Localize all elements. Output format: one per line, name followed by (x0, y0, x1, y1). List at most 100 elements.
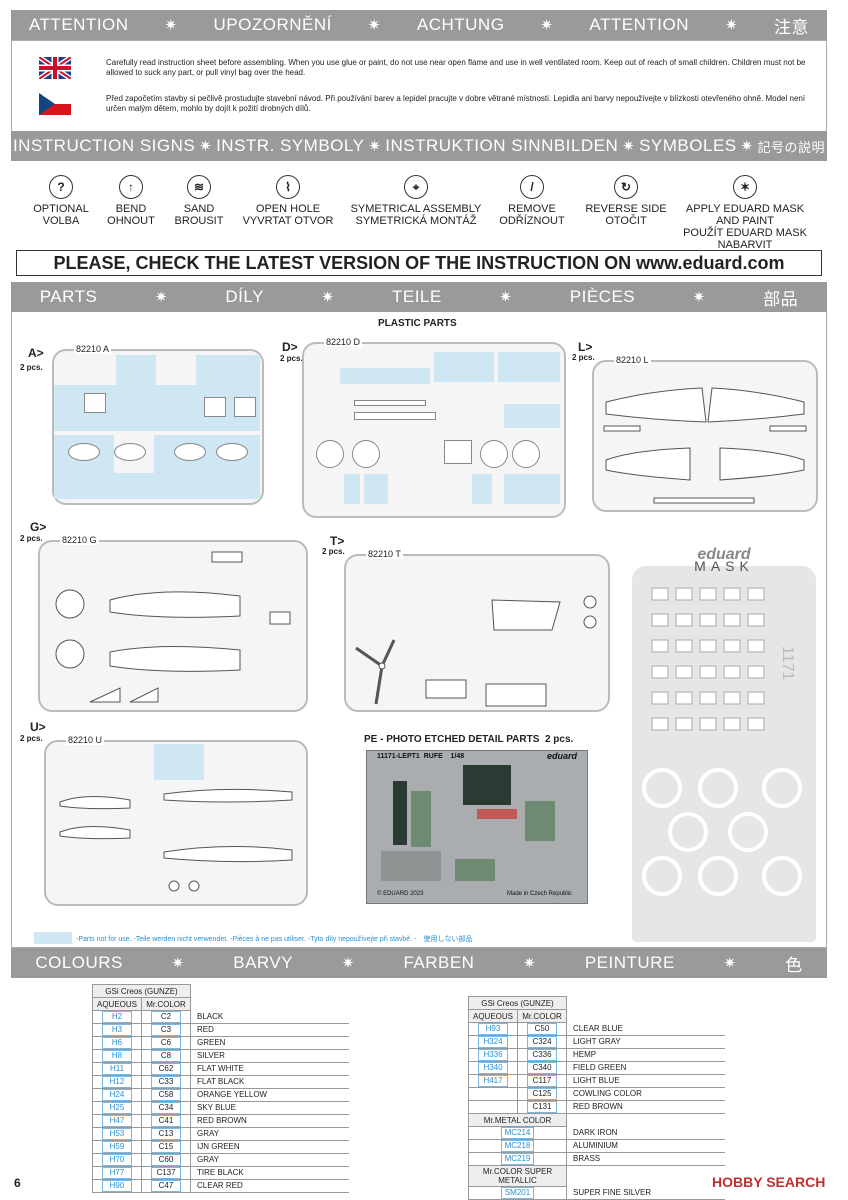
colour-name: GRAY (190, 1153, 349, 1167)
colour-row: MC219 BRASS (468, 1152, 725, 1166)
mrcolor-code: C336 (527, 1049, 557, 1061)
mrcolor-code: C117 (527, 1075, 557, 1087)
colours-band: COLOURS✷ BARVY✷ FARBEN✷ PEINTURE✷ 色 (11, 948, 827, 978)
colour-row: MC218 ALUMINIUM (468, 1139, 725, 1153)
mrcolor-code: C131 (527, 1101, 557, 1113)
band-signs-en: INSTRUCTION SIGNS (12, 136, 196, 155)
sprue-t-pcs: 2 pcs. (322, 547, 345, 556)
fuselage-parts-drawing (55, 551, 291, 703)
aqueous-code: H6 (102, 1037, 132, 1049)
colour-name: DARK IRON (566, 1126, 725, 1140)
sprue-d-letter: D> (282, 340, 298, 354)
colour-name: GREEN (190, 1036, 349, 1050)
knife-icon: / (520, 175, 544, 199)
colour-name: TIRE BLACK (190, 1166, 349, 1180)
colour-name: BLACK (190, 1010, 349, 1024)
metal-code: MC219 (500, 1153, 535, 1165)
sprue-a: 82210 A (52, 344, 264, 505)
main-float-drawing (59, 788, 293, 892)
mrcolor-code: C60 (151, 1154, 181, 1166)
aqueous-code: H70 (102, 1154, 132, 1166)
mask-brand: eduard (697, 546, 751, 563)
sprue-d-pcs: 2 pcs. (280, 354, 303, 363)
aqueous-code: H47 (102, 1115, 132, 1127)
sprue-d-code: 82210 D (324, 337, 363, 347)
band-colours-cz: BARVY (233, 953, 294, 972)
sprue-u: 82210 U (44, 735, 308, 906)
sprue-d: 82210 D (302, 337, 566, 518)
colour-name: COWLING COLOR (566, 1087, 725, 1101)
band-parts-de: TEILE (391, 287, 442, 306)
colour-row: H70 C60 GRAY (92, 1153, 349, 1167)
sprue-t: 82210 T (344, 549, 610, 712)
band-colours-de: FARBEN (403, 953, 475, 972)
pe-copyright: © EDUARD 2023 (377, 891, 424, 897)
mrcolor-code: C324 (527, 1036, 557, 1048)
notuse-text: -Parts not for use. -Teile werden nicht … (76, 936, 473, 943)
cz-flag-icon (39, 93, 71, 115)
band-colours-en: COLOURS (35, 953, 123, 972)
mrcolor-code: C2 (151, 1011, 181, 1023)
aqueous-code: H324 (478, 1036, 508, 1048)
band-attention-jp: 注意 (773, 17, 809, 37)
aqueous-code: H77 (102, 1167, 132, 1179)
band-colours-jp: 色 (785, 955, 803, 975)
sand-icon: ≋ (187, 175, 211, 199)
sprue-g: 82210 G (38, 535, 308, 712)
colour-name: BRASS (566, 1152, 725, 1166)
band-signs-fr: SYMBOLES (639, 136, 737, 155)
band-attention-de: ACHTUNG (416, 15, 505, 34)
mrcolor-code: C15 (151, 1141, 181, 1153)
metal-code: SM201 (500, 1187, 535, 1199)
aqueous-code: H24 (102, 1089, 132, 1101)
sprue-l-pcs: 2 pcs. (572, 353, 595, 362)
aqueous-code: H11 (102, 1063, 132, 1075)
watermark: HOBBY SEARCH (712, 1174, 826, 1190)
mrcolor-code: C41 (151, 1115, 181, 1127)
sprue-g-code: 82210 G (60, 535, 99, 545)
colour-name: RED BROWN (566, 1100, 725, 1114)
band-parts-cz: DÍLY (225, 287, 264, 306)
colour-name: SILVER (190, 1049, 349, 1063)
colour-row: MC214 DARK IRON (468, 1126, 725, 1140)
metal-code: MC214 (500, 1127, 535, 1139)
question-icon: ? (49, 175, 73, 199)
band-signs-cz: INSTR. SYMBOLY (216, 136, 365, 155)
mask-label: MASK (694, 558, 754, 574)
mrcolor-code: C62 (151, 1063, 181, 1075)
mrcolor-code: C33 (151, 1076, 181, 1088)
sprue-l-code: 82210 L (614, 355, 651, 365)
warning-text-cz: Před započetím stavby si pečlivě prostud… (106, 94, 806, 113)
sprue-t-code: 82210 T (366, 549, 403, 559)
colour-name: HEMP (566, 1048, 725, 1062)
sprue-g-pcs: 2 pcs. (20, 534, 43, 543)
page-number: 6 (14, 1176, 21, 1190)
sprue-l: 82210 L (592, 355, 818, 512)
mrcolor-code: C13 (151, 1128, 181, 1140)
colour-name: LIGHT BLUE (566, 1074, 725, 1088)
metal-code: MC218 (500, 1140, 535, 1152)
aqueous-code: H90 (102, 1180, 132, 1192)
mrcolor-code: C137 (151, 1167, 181, 1179)
colour-name: ALUMINIUM (566, 1139, 725, 1153)
colour-name: RED BROWN (190, 1114, 349, 1128)
aqueous-code: H2 (102, 1011, 132, 1023)
eduard-mask-sheet: eduard MASK 1171 (632, 546, 816, 942)
colour-name: CLEAR RED (190, 1179, 349, 1193)
sprue-u-code: 82210 U (66, 735, 105, 745)
band-parts-jp: 部品 (763, 289, 799, 309)
